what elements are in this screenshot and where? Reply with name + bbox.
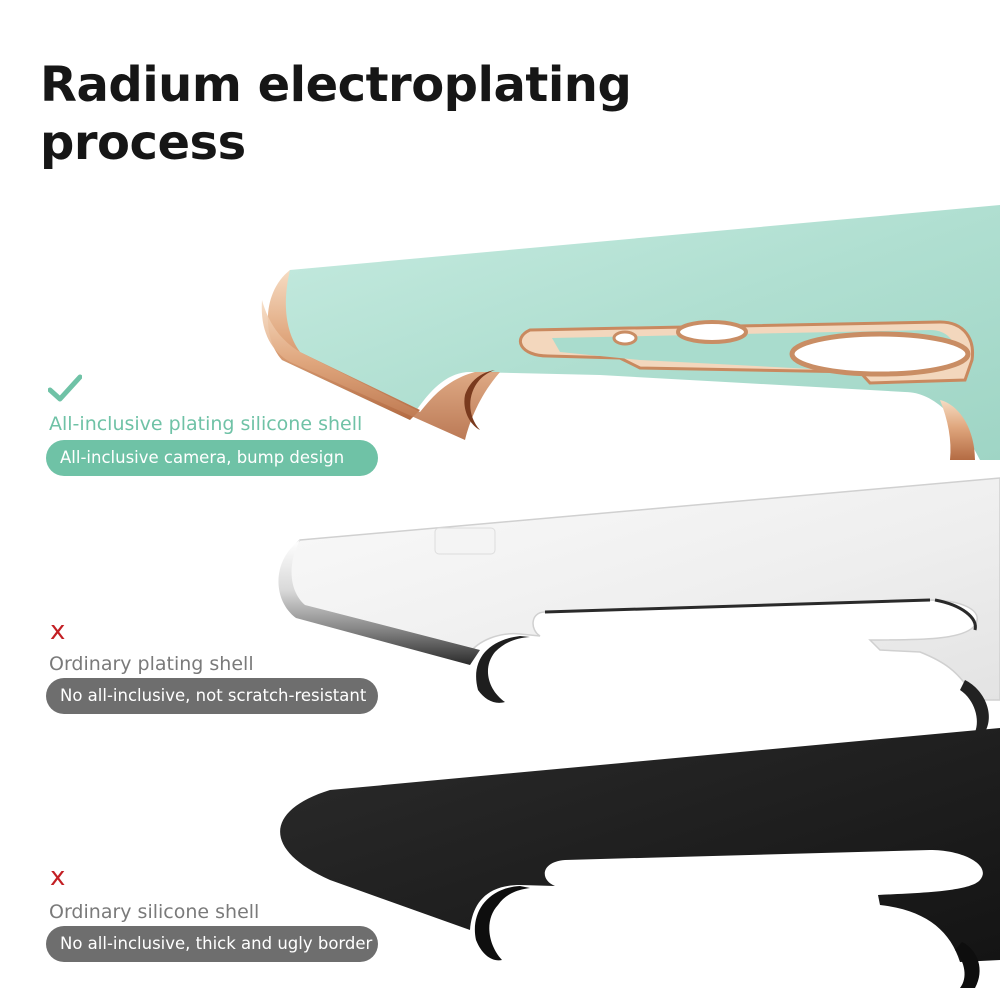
feature-tag: All-inclusive camera, bump design [46,440,378,476]
callout-plating-silicone: All-inclusive plating silicone shell All… [46,374,386,484]
headline-line-1: Radium electroplating [40,57,632,113]
feature-tag: No all-inclusive, not scratch-resistant [46,678,378,714]
callout-label: All-inclusive plating silicone shell [49,413,363,435]
checkmark-icon [48,374,82,402]
callout-label: Ordinary plating shell [49,653,254,675]
clear-plated-case [278,477,1000,732]
callout-label: Ordinary silicone shell [49,901,260,923]
black-silicone-case [280,728,1000,988]
cross-icon: x [50,616,66,646]
callout-plating-shell: x Ordinary plating shell No all-inclusiv… [46,618,386,728]
cross-icon: x [50,862,66,892]
mint-plated-case [261,205,1000,460]
callout-silicone-shell: x Ordinary silicone shell No all-inclusi… [46,864,386,974]
feature-tag: No all-inclusive, thick and ugly border [46,926,378,962]
headline-line-2: process [40,115,246,171]
headline: Radium electroplating process [40,56,632,172]
